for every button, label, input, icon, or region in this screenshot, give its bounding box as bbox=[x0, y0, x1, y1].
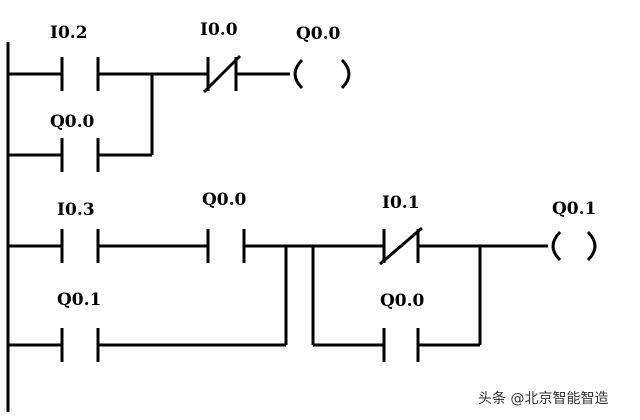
rung-1: I0.2 Q0.0 I0.0 Q0.0 bbox=[8, 20, 351, 172]
contact-label: I0.1 bbox=[382, 193, 420, 213]
contact-label: Q0.0 bbox=[202, 190, 247, 210]
watermark: 头条 @北京智能智造 bbox=[478, 388, 609, 408]
coil-label: Q0.0 bbox=[296, 24, 341, 44]
contact-no-i0-3: I0.3 bbox=[57, 200, 100, 263]
contact-label: I0.3 bbox=[57, 200, 95, 220]
contact-nc-i0-1: I0.1 bbox=[379, 193, 423, 266]
contact-no-q0-1-branch: Q0.1 bbox=[57, 290, 101, 362]
coil-q0-1: Q0.1 bbox=[551, 199, 597, 262]
contact-no-i0-2: I0.2 bbox=[50, 23, 100, 91]
rung-2: I0.3 Q0.1 Q0.0 I0.1 Q0.0 bbox=[8, 190, 597, 362]
contact-no-q0-0-branch: Q0.0 bbox=[380, 291, 425, 362]
contact-no-q0-0: Q0.0 bbox=[202, 190, 247, 263]
contact-label: Q0.0 bbox=[380, 291, 425, 311]
contact-label: I0.0 bbox=[200, 20, 238, 40]
contact-no-q0-0-branch: Q0.0 bbox=[50, 112, 100, 172]
contact-nc-i0-0: I0.0 bbox=[200, 20, 242, 94]
contact-label: Q0.1 bbox=[57, 290, 101, 310]
coil-label: Q0.1 bbox=[552, 199, 596, 219]
contact-label: I0.2 bbox=[50, 23, 88, 43]
coil-q0-0: Q0.0 bbox=[293, 24, 351, 90]
contact-label: Q0.0 bbox=[50, 112, 95, 132]
